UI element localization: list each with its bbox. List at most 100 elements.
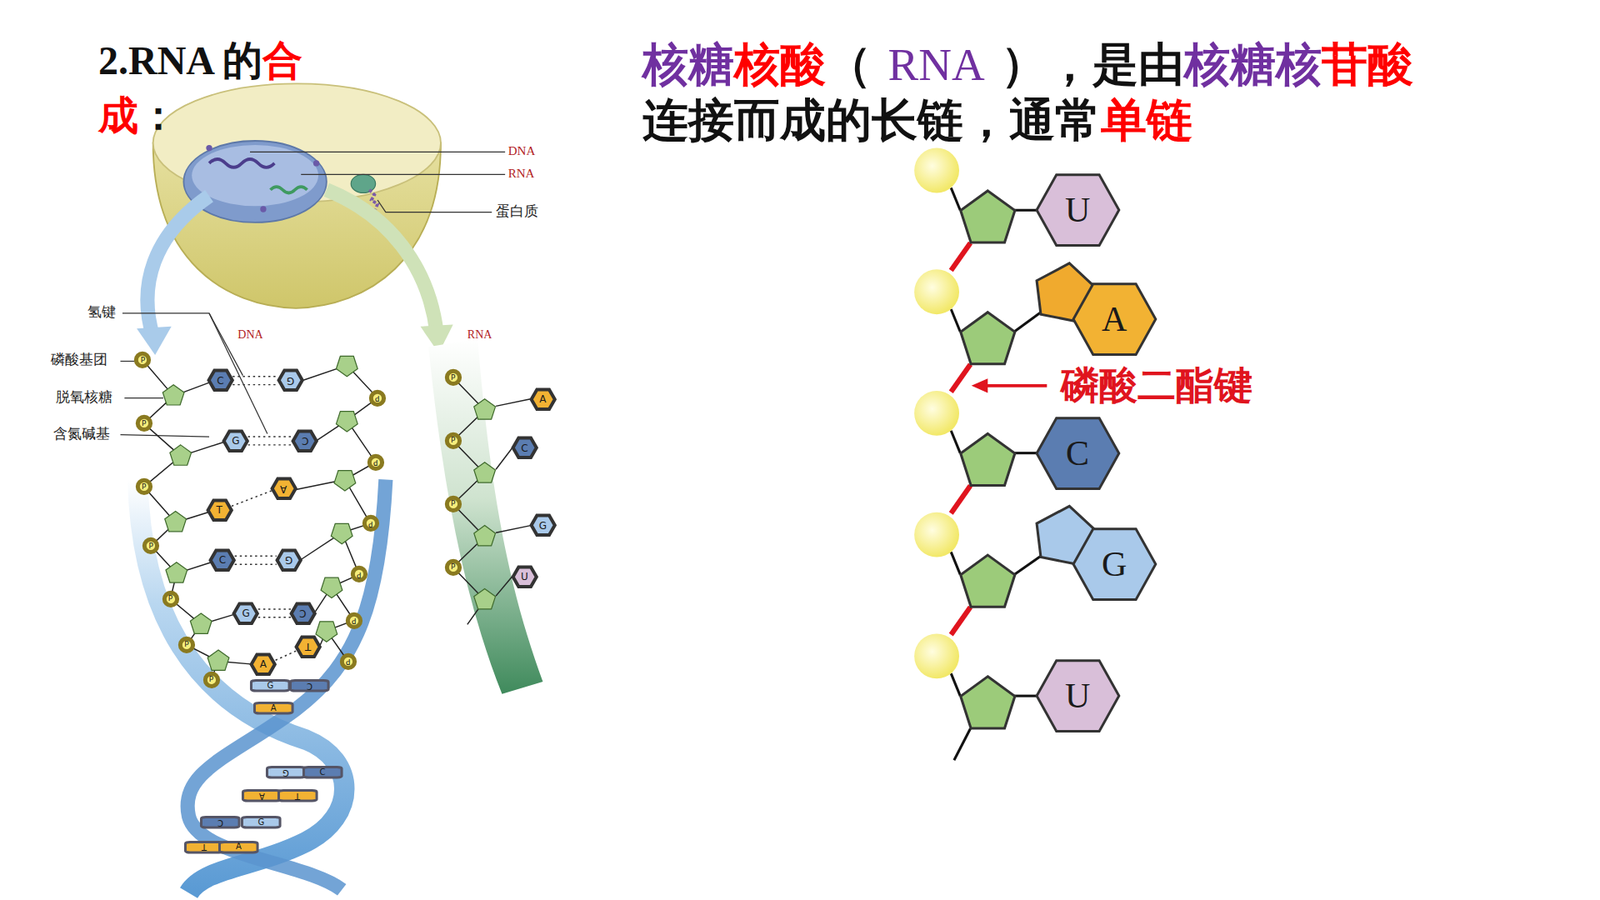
- base-letter: G: [539, 520, 547, 531]
- base-letter: P: [450, 563, 455, 571]
- phosphate-circle: [446, 434, 460, 447]
- backbone-line: [326, 365, 378, 661]
- text-run: ：: [138, 93, 179, 138]
- base-hexagon: [512, 566, 536, 587]
- base-letter: G: [267, 681, 275, 690]
- base-letter: C: [301, 435, 309, 446]
- base-letter: P: [450, 500, 455, 508]
- leader-line: [209, 313, 268, 434]
- base-letter: C: [1065, 435, 1090, 471]
- base-letter: G: [286, 375, 295, 386]
- base-hexagon: [291, 603, 315, 624]
- base-hexagon: C: [210, 550, 235, 570]
- base-letter: C: [299, 608, 306, 619]
- pointer-arrow: [983, 384, 1047, 388]
- base-pair-bar: G: [266, 766, 306, 778]
- base-pair-bar: [290, 680, 329, 691]
- base-letter: U: [1065, 192, 1090, 228]
- base-letter: T: [201, 842, 207, 851]
- text-run: 连接而成的长链，通常: [642, 93, 1101, 147]
- base-hexagon: [1073, 529, 1156, 600]
- phosphate-node: P: [352, 567, 366, 581]
- base-pair-bar: [201, 817, 240, 828]
- phosphate-circle: [164, 592, 177, 605]
- text-run: 合: [262, 38, 303, 83]
- chain-link: [950, 551, 960, 575]
- sugar-pentagon: [474, 589, 496, 610]
- base-hexagon: C: [208, 370, 233, 390]
- hydrogen-bond: [258, 608, 291, 610]
- phosphate-node: P: [205, 673, 219, 687]
- base-hexagon: A: [530, 389, 555, 410]
- base-letter: G: [258, 818, 265, 827]
- base-letter: G: [282, 768, 290, 777]
- base-pair-bar: G: [241, 816, 281, 828]
- base-letter: P: [184, 640, 189, 649]
- phosphate-circle: [205, 673, 218, 686]
- phosphate-node: P: [137, 480, 151, 494]
- phosphodiester-bond: [950, 242, 970, 270]
- base-hexagon: C: [292, 430, 317, 451]
- base-pair-bar: C: [200, 816, 240, 828]
- hydrogen-bond: [258, 616, 291, 618]
- base-hexagon: G: [233, 603, 258, 624]
- text-run: ），是由: [985, 37, 1185, 91]
- base-hexagon: A: [250, 654, 275, 675]
- leader-line: [120, 360, 137, 362]
- phosphate-circle: [370, 391, 384, 405]
- part-label: DNA: [237, 328, 263, 342]
- base-hexagon: C: [290, 603, 315, 624]
- phosphate-node: P: [137, 416, 151, 430]
- base-hexagon: [512, 438, 536, 459]
- base-letter: P: [141, 483, 146, 491]
- phosphate-node: P: [347, 614, 361, 628]
- base-pair-bar: [279, 790, 318, 801]
- base-letter: P: [450, 374, 455, 382]
- base-link: [495, 399, 531, 407]
- base-hexagon: [210, 550, 235, 570]
- part-label: 磷酸基团: [50, 351, 108, 369]
- base-hexagon: U: [512, 566, 537, 587]
- phosphate-circle: [446, 560, 460, 574]
- ribose-pentagon: [960, 312, 1015, 365]
- dna-squiggle: [209, 159, 275, 168]
- rna-ribbon: [428, 339, 543, 695]
- base-letter: C: [219, 555, 226, 565]
- phosphate-node: P: [446, 497, 460, 511]
- base-hexagon: [251, 654, 275, 675]
- text-run: 核酸: [734, 37, 826, 91]
- base-letter: P: [368, 520, 373, 528]
- heading: 核糖核酸（ RNA ），是由核糖核苷酸连接而成的长链，通常单链: [642, 36, 1413, 148]
- text-run: （: [825, 37, 888, 91]
- part-label: DNA: [508, 144, 536, 159]
- base-letter: P: [373, 458, 378, 466]
- sugar-pentagon: [170, 445, 192, 465]
- base-hexagon: [279, 370, 303, 391]
- leader-line: [122, 313, 243, 376]
- base-letter: A: [260, 659, 267, 670]
- sugar-pentagon: [207, 650, 230, 670]
- base-link: [495, 448, 513, 470]
- flow-arrow: [147, 195, 210, 337]
- sugar-pentagon: [335, 411, 358, 432]
- sugar-pentagon: [320, 577, 343, 598]
- base-letter: G: [231, 435, 240, 446]
- ribose-pentagon: [960, 555, 1015, 607]
- text-run: 核糖核: [1184, 37, 1322, 91]
- base-links: [173, 365, 347, 665]
- base-pair-bar: A: [219, 841, 259, 853]
- base-pair-bar: [303, 767, 342, 778]
- sugar-pentagon: [315, 621, 338, 642]
- text-run: 2.RNA 的: [98, 38, 263, 83]
- base-letter: P: [168, 595, 173, 603]
- base-letter: T: [295, 791, 300, 800]
- slide-title: 2.RNA 的合成：: [98, 33, 303, 144]
- nucleus: [183, 140, 326, 223]
- base-letter: A: [1101, 301, 1127, 337]
- base-letter: C: [216, 375, 224, 386]
- base-hexagon: T: [207, 500, 232, 520]
- base-letter: P: [375, 394, 380, 402]
- leader-line: [300, 174, 505, 175]
- nuclear-pore: [260, 205, 266, 212]
- hydrogen-bond: [232, 375, 279, 377]
